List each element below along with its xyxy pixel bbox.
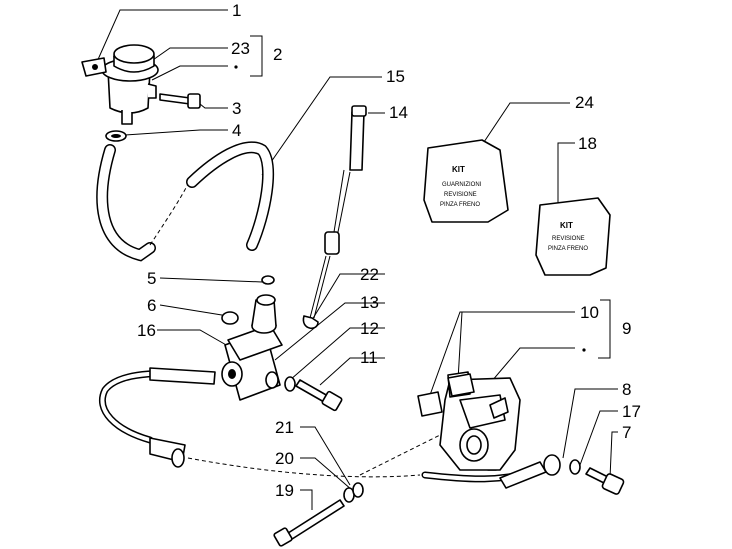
callout-1: 1 — [232, 1, 241, 20]
callout-18: 18 — [578, 134, 597, 153]
callout-3: 3 — [232, 99, 241, 118]
kit-bag-24: KIT GUARNIZIONI REVISIONE PINZA FRENO — [423, 139, 509, 223]
callout-labels: 1 23 2 3 4 15 14 24 18 5 6 16 22 13 12 1… — [137, 1, 641, 500]
kit-18-title: KIT — [560, 221, 573, 230]
kit-bag-18: KIT REVISIONE PINZA FRENO — [535, 197, 611, 276]
kit-18-line1: REVISIONE — [552, 236, 585, 242]
callout-19: 19 — [275, 481, 294, 500]
reservoir-clamp — [81, 57, 107, 77]
callout-10: 10 — [580, 303, 599, 322]
reservoir-screw — [159, 93, 201, 109]
callout-11: 11 — [360, 348, 378, 367]
callout-13: 13 — [360, 293, 379, 312]
brake-pads — [417, 373, 475, 417]
callout-9: 9 — [622, 319, 631, 338]
bolt-7 — [585, 467, 625, 495]
reservoir-hose — [96, 144, 191, 262]
washer-17 — [569, 459, 581, 475]
kit-24-line2: REVISIONE — [444, 192, 477, 198]
callout-20: 20 — [275, 449, 294, 468]
kit-24-title: KIT — [452, 165, 465, 174]
callout-8: 8 — [622, 380, 631, 399]
bracket-dot-2 — [234, 65, 238, 69]
screw-19 — [273, 499, 345, 547]
leader-lines — [95, 9, 618, 510]
callout-4: 4 — [232, 121, 241, 140]
washer-21 — [352, 482, 364, 498]
hose-clip — [105, 130, 127, 142]
callout-12: 12 — [360, 319, 379, 338]
callout-21: 21 — [275, 418, 294, 437]
kit-24-line1: GUARNIZIONI — [442, 182, 482, 188]
callout-14: 14 — [389, 103, 408, 122]
push-rod — [302, 105, 367, 329]
bracket-dot-9 — [582, 348, 586, 352]
callout-15: 15 — [386, 67, 405, 86]
callout-5: 5 — [147, 269, 156, 288]
kit-18-line2: PINZA FRENO — [548, 246, 588, 252]
bolt-11 — [295, 379, 343, 412]
callout-2: 2 — [273, 45, 282, 64]
callout-7: 7 — [622, 423, 631, 442]
callout-16: 16 — [137, 321, 156, 340]
master-cylinder — [221, 275, 283, 401]
callout-24: 24 — [575, 93, 594, 112]
callout-6: 6 — [147, 296, 156, 315]
callout-22: 22 — [360, 265, 379, 284]
washer-12 — [284, 376, 296, 392]
callout-23: 23 — [231, 39, 250, 58]
kit-24-line3: PINZA FRENO — [440, 202, 480, 208]
return-hose-15 — [186, 141, 275, 251]
brake-fluid-reservoir — [101, 44, 159, 125]
callout-17: 17 — [622, 402, 641, 421]
